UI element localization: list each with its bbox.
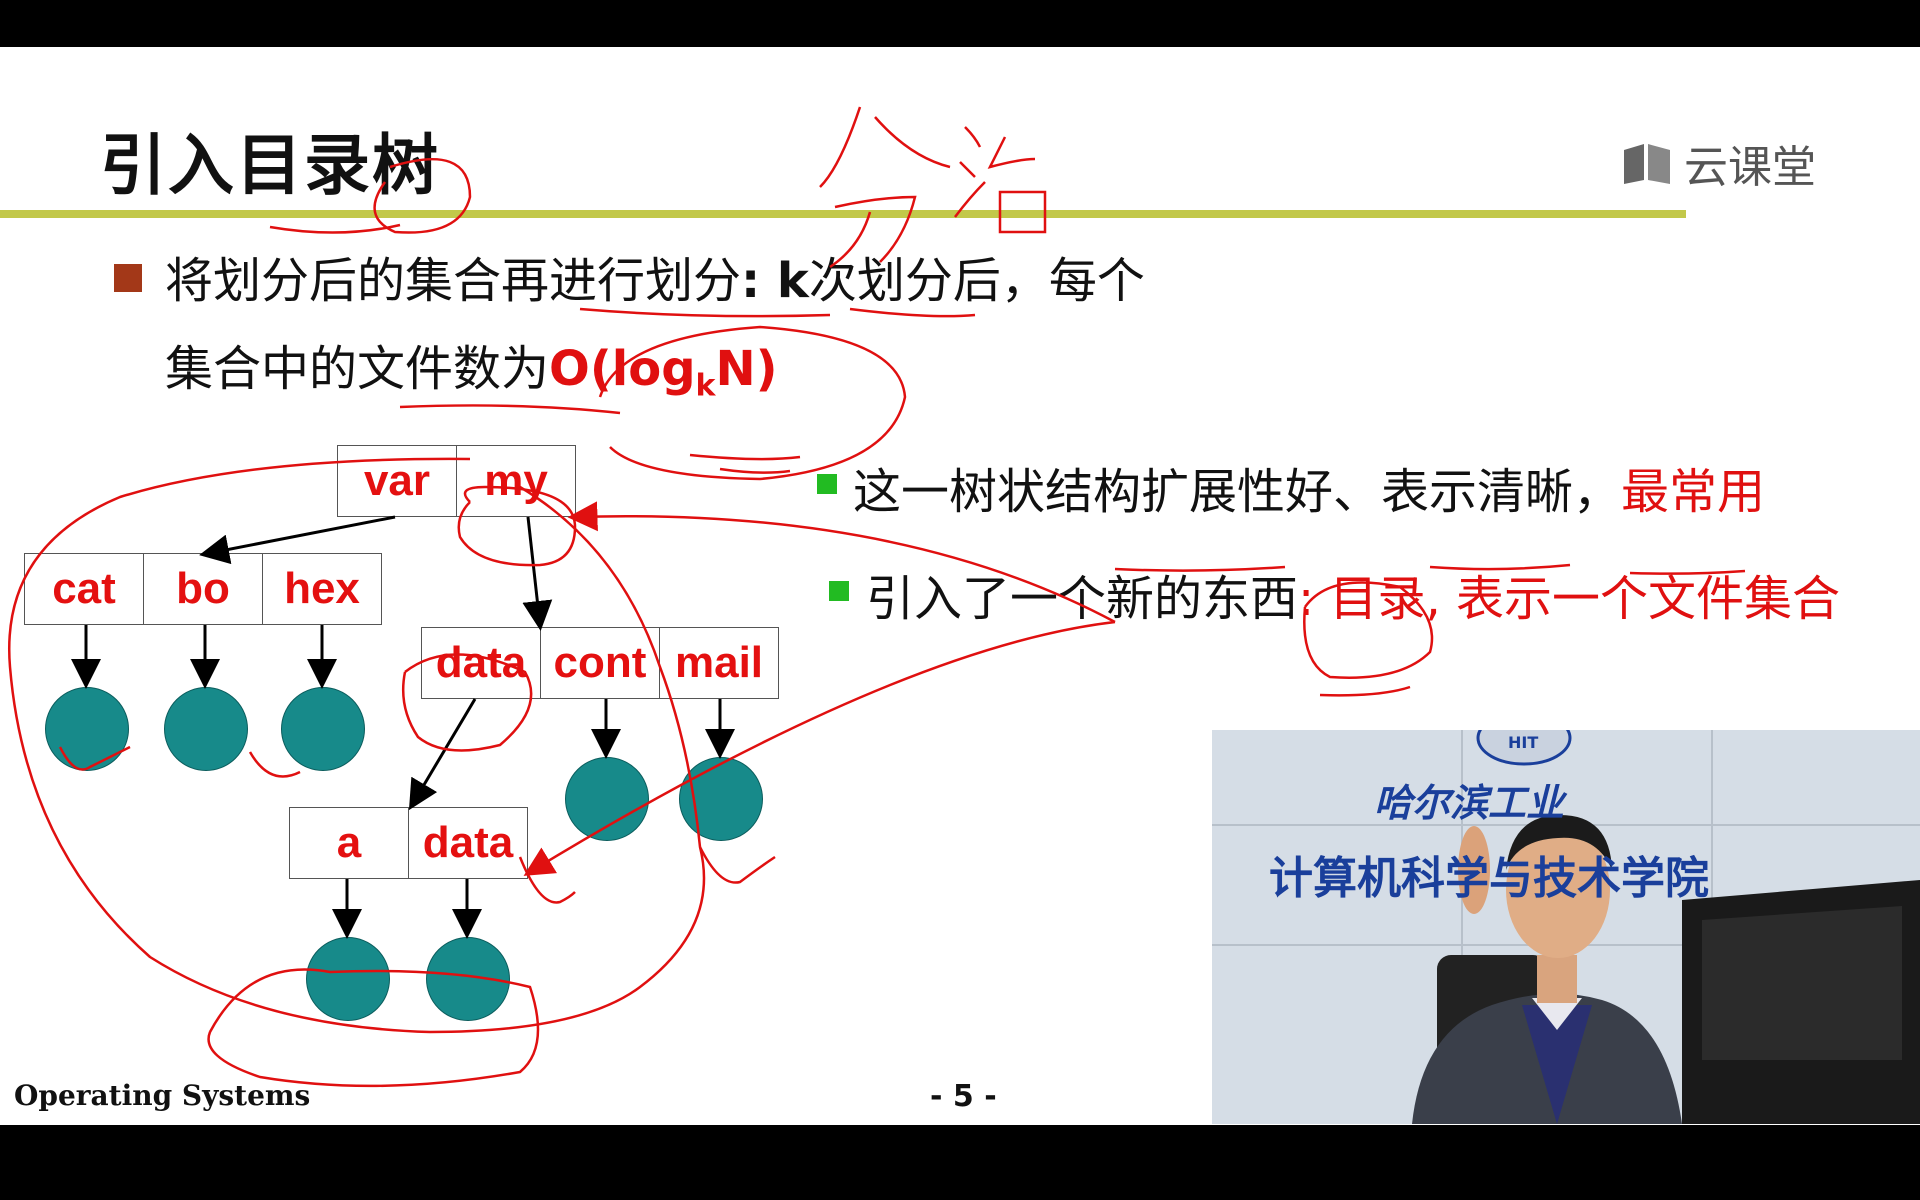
footer-page-number: - 5 - <box>930 1079 997 1114</box>
title-rule <box>0 210 1686 218</box>
footer-course: Operating Systems <box>14 1079 311 1112</box>
bullet1-line1: 将划分后的集合再进行划分: k次划分后，每个 <box>165 241 1145 311</box>
slide-title: 引入目录树 <box>100 127 440 204</box>
formula-sub-k: k <box>695 368 716 404</box>
node-cell-data: data <box>421 627 540 699</box>
right-bullet2: 引入了一个新的东西: 目录, 表示一个文件集合 <box>866 559 1840 629</box>
formula-end: N) <box>715 341 778 397</box>
node-cell-mail: mail <box>659 627 779 699</box>
bullet1-line2: 集合中的文件数为O(logkN) <box>165 329 778 404</box>
red-ink <box>8 106 1746 1088</box>
book-icon <box>1624 144 1670 184</box>
data-node: a data <box>289 807 528 879</box>
node-cell-data2: data <box>408 807 528 879</box>
bullet1-k: : k <box>741 253 809 309</box>
right-bullet1-red: 最常用 <box>1621 464 1766 520</box>
emblem-text: HIT <box>1508 733 1539 752</box>
formula-log: O(log <box>549 341 696 397</box>
file-leaf <box>164 687 248 771</box>
file-leaf <box>45 687 129 771</box>
right-bullet2-dir: : 目录 <box>1298 571 1426 627</box>
wall-text-university: 哈尔滨工业 <box>1374 781 1565 825</box>
video-overlay: HIT 哈尔滨工业 计算机科学与技术学院 <box>1212 730 1920 1124</box>
bullet1-line2-text: 集合中的文件数为 <box>165 341 550 397</box>
annotation-layer <box>8 106 1746 1088</box>
node-cell-cont: cont <box>540 627 659 699</box>
bullet1-text-c: 次划分后，每个 <box>808 253 1145 309</box>
node-cell-a: a <box>289 807 408 879</box>
slide: 引入目录树 云课堂 将划分后的集合再进行划分: k次划分后，每个 集合中的文件数… <box>0 47 1920 1125</box>
my-node: data cont mail <box>421 627 779 699</box>
yunketang-logo: 云课堂 <box>1622 131 1816 195</box>
node-cell-bo: bo <box>143 553 262 625</box>
right-bullet1: 这一树状结构扩展性好、表示清晰，最常用 <box>853 452 1765 522</box>
tree-edges <box>71 515 735 939</box>
node-cell-var: var <box>337 445 456 517</box>
bullet1-text-a: 将划分后的集合再进行划分 <box>165 253 742 309</box>
right-bullet2-text: 引入了一个新的东西 <box>866 571 1299 627</box>
var-node: cat bo hex <box>24 553 382 625</box>
green-bullet-icon <box>829 581 849 601</box>
node-cell-cat: cat <box>24 553 143 625</box>
right-bullet1-text: 这一树状结构扩展性好、表示清晰， <box>853 464 1622 520</box>
bullet-square-icon <box>114 264 142 292</box>
right-bullet2-red: , 表示一个文件集合 <box>1425 571 1840 627</box>
logo-text: 云课堂 <box>1684 142 1816 193</box>
green-bullet-icon <box>817 474 837 494</box>
node-cell-hex: hex <box>262 553 382 625</box>
file-leaf <box>306 937 390 1021</box>
root-node: var my <box>337 445 576 517</box>
video-scene <box>1212 730 1920 1124</box>
wall-text-school: 计算机科学与技术学院 <box>1269 853 1709 904</box>
